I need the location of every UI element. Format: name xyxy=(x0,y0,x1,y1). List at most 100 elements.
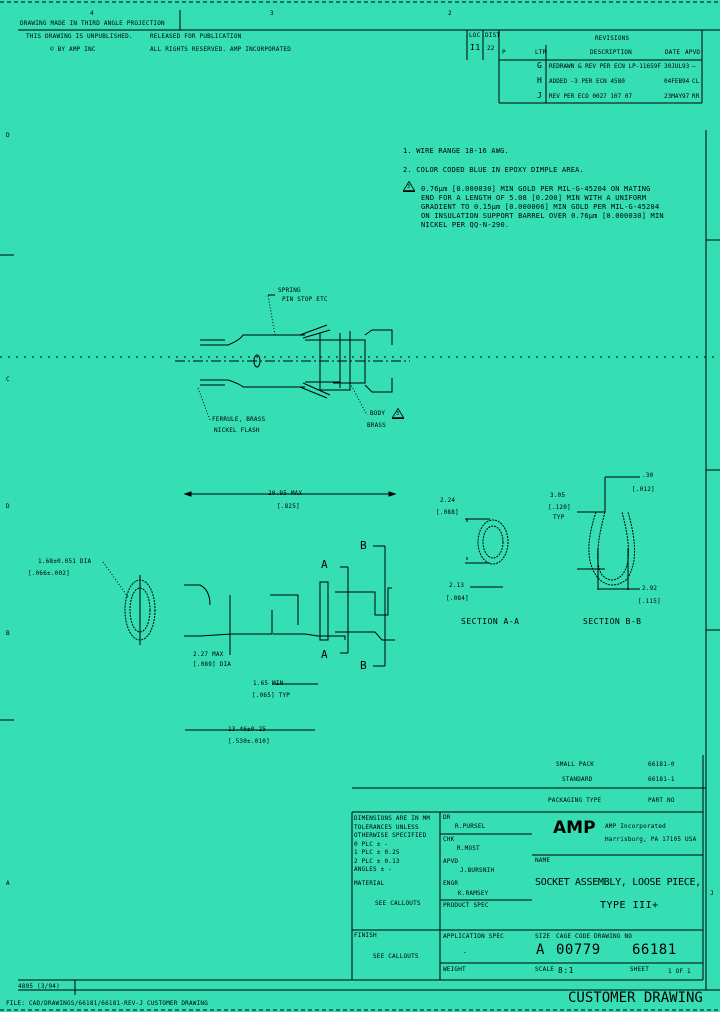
loc-label: LOC xyxy=(469,32,481,39)
rev-header-p: P xyxy=(502,49,506,56)
company-address: Harrisburg, PA 17105 USA xyxy=(605,836,697,843)
note-text: COLOR CODED BLUE IN EPOXY DIMPLE AREA. xyxy=(416,166,585,174)
revisions-table-lines xyxy=(466,30,703,104)
cage-code-value: 00779 xyxy=(556,942,601,958)
title-block-lines xyxy=(18,755,706,995)
dim-aa-width: 2.13 xyxy=(449,582,465,589)
section-a-label: SECTION A-A xyxy=(461,617,520,626)
rev-header-ltr: LTR xyxy=(535,49,547,56)
name-label: NAME xyxy=(535,857,551,864)
callout-body: BODY xyxy=(370,410,386,417)
tolerance-line: TOLERANCES UNLESS xyxy=(354,823,419,831)
drawn-value: R.PURSEL xyxy=(455,823,486,830)
dim-aa-width-in: [.084] xyxy=(446,595,469,602)
rev-ltr: G xyxy=(537,61,543,70)
tolerances-block: DIMENSIONS ARE IN MM TOLERANCES UNLESS O… xyxy=(354,815,430,875)
callout-ferrule-finish: NICKEL FLASH xyxy=(214,427,260,434)
projection-note: DRAWING MADE IN THIRD ANGLE PROJECTION xyxy=(20,20,165,27)
dim-bb-height-in: [.120] xyxy=(548,504,571,511)
rev-description: REV PER ECO 0027 107 07 xyxy=(549,93,633,100)
note-1: 1. WIRE RANGE 18-16 AWG. xyxy=(403,147,664,156)
rev-date: 04FEB94 xyxy=(664,78,690,85)
note-text: END FOR A LENGTH OF 5.08 [0.200] MIN WIT… xyxy=(421,194,647,202)
dim-length-in: [.530±.010] xyxy=(228,738,270,745)
size-label: SIZE xyxy=(535,933,551,940)
rev-header-apvd: APVD xyxy=(685,49,701,56)
rev-apvd: RR xyxy=(692,93,700,100)
dim-aa-height-in: [.088] xyxy=(436,509,459,516)
pack-type: STANDARD xyxy=(562,776,593,783)
application-spec-label: APPLICATION SPEC xyxy=(443,933,504,940)
pack-part-no: 66181-0 xyxy=(648,761,675,768)
tolerance-line: DIMENSIONS ARE IN MM xyxy=(354,815,431,822)
size-value: A xyxy=(536,942,545,958)
callout-ferrule: FERRULE, BRASS xyxy=(212,416,266,423)
notes-block: 1. WIRE RANGE 18-16 AWG. 2. COLOR CODED … xyxy=(403,147,664,234)
drawn-label: DR xyxy=(443,814,451,821)
tolerance-line: OTHERWISE SPECIFIED xyxy=(354,832,427,839)
note-number: 3 xyxy=(396,411,400,417)
scale-value: 8:1 xyxy=(558,966,574,975)
rev-description: ADDED -3 PER ECN 4580 xyxy=(549,78,625,85)
loc-value: I1 xyxy=(470,43,481,52)
checked-label: CHK xyxy=(443,836,455,843)
note-text: 0.76µm [0.000030] MIN GOLD PER MIL-G-452… xyxy=(421,185,651,193)
note-number: 3 xyxy=(407,184,411,190)
checked-value: R.MOST xyxy=(457,845,480,852)
pack-part-no: 66181-1 xyxy=(648,776,675,783)
finish-label: FINISH xyxy=(354,932,377,939)
finish-value: SEE CALLOUTS xyxy=(373,953,419,960)
drawing-no-value: 66181 xyxy=(632,942,677,958)
drawing-no-label: DRAWING NO xyxy=(594,933,633,940)
approved-value: J.BURSNIH xyxy=(460,867,495,874)
dim-barrel-in: [.089] DIA xyxy=(193,661,232,668)
engineer-value: K.RAMSEY xyxy=(458,890,489,897)
zone-c: C xyxy=(6,376,10,383)
dim-aa-height: 2.24 xyxy=(440,497,456,504)
zone-2: 2 xyxy=(448,10,452,17)
zone-d2: D xyxy=(6,503,10,510)
section-a-a xyxy=(465,518,509,588)
engineer-label: ENGR xyxy=(443,880,459,887)
triangle-icon xyxy=(392,408,404,418)
dim-bb-height: 3.05 xyxy=(550,492,566,499)
tolerance-line: 0 PLC ± - xyxy=(354,840,389,848)
zone-3: 3 xyxy=(270,10,274,17)
amp-logo: AMP xyxy=(553,818,596,838)
note-text: ON INSULATION SUPPORT BARREL OVER 0.76µm… xyxy=(421,212,664,220)
pack-type: SMALL PACK xyxy=(556,761,595,768)
rights-note: ALL RIGHTS RESERVED. AMP INCORPORATED xyxy=(150,46,292,53)
callout-spring-detail: PIN STOP ETC xyxy=(282,296,328,303)
note-number: 1. xyxy=(403,147,412,155)
note-3: 3 0.76µm [0.000030] MIN GOLD PER MIL-G-45… xyxy=(403,181,664,230)
rev-date: 30JUL93 xyxy=(664,63,690,70)
document-type: CUSTOMER DRAWING xyxy=(568,990,703,1006)
note-text: WIRE RANGE 18-16 AWG. xyxy=(416,147,509,155)
part-no-header: PART NO xyxy=(648,797,675,804)
section-mark-b-bottom: B xyxy=(360,659,368,672)
section-mark-b-top: B xyxy=(360,539,368,552)
dim-bb-width: 2.92 xyxy=(642,585,658,592)
dim-bb-typ: TYP xyxy=(553,514,565,521)
sheet-label: SHEET xyxy=(630,966,650,973)
zone-d: D xyxy=(6,132,10,139)
tolerance-line: 1 PLC ± 0.25 xyxy=(354,849,400,856)
dim-overall-in: [.825] xyxy=(277,503,300,510)
dim-overall: 20.95 MAX xyxy=(268,490,303,497)
rev-apvd: — xyxy=(692,63,696,70)
dim-bb-thickness: .30 xyxy=(642,472,654,479)
section-b-b xyxy=(577,476,640,590)
callout-spring: SPRING xyxy=(278,287,301,294)
revisions-title: REVISIONS xyxy=(595,35,630,42)
section-b-label: SECTION B-B xyxy=(583,617,642,626)
unpublished-note: THIS DRAWING IS UNPUBLISHED. xyxy=(26,33,133,40)
socket-side-view xyxy=(175,294,410,421)
dimension-lines xyxy=(183,491,397,731)
callout-body-material: BRASS xyxy=(367,422,387,429)
dim-dia-in: [.066±.002] xyxy=(28,570,70,577)
approved-label: APVD xyxy=(443,858,459,865)
rev-header-description: DESCRIPTION xyxy=(590,49,632,56)
material-value: SEE CALLOUTS xyxy=(375,900,421,907)
cage-code-label: CAGE CODE xyxy=(556,933,591,940)
